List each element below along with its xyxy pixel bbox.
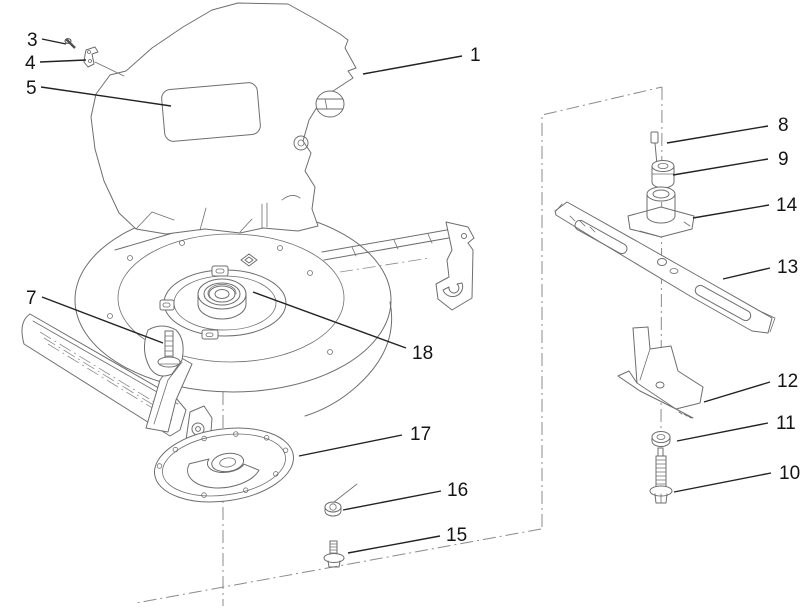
- callout-leader-10: [673, 472, 772, 493]
- callout-leader-16: [342, 490, 442, 511]
- callout-leader-8: [666, 125, 769, 144]
- callout-label-15: 15: [446, 525, 467, 546]
- callout-label-18: 18: [412, 343, 433, 364]
- callout-leader-7: [41, 296, 164, 344]
- callout-leader-18: [252, 291, 407, 349]
- callout-label-13: 13: [777, 257, 798, 278]
- fuel-cap: [315, 90, 345, 118]
- assembly-line-plate-to-nut: [333, 483, 358, 503]
- screw-item-3: [64, 38, 76, 49]
- callout-leader-14: [692, 204, 770, 219]
- callout-label-12: 12: [777, 371, 798, 392]
- callout-leader-17: [298, 434, 403, 457]
- callout-label-7: 7: [26, 288, 37, 309]
- callout-label-3: 3: [27, 30, 38, 51]
- bolt-item-15: [323, 540, 345, 568]
- spacer-item-9: [651, 160, 675, 189]
- deck-bolt-item-7: [144, 325, 184, 377]
- callout-leader-9: [672, 158, 769, 176]
- callout-label-8: 8: [778, 115, 789, 136]
- engine-decal-panel: [161, 82, 261, 142]
- callout-leader-1: [362, 55, 463, 75]
- blade-bolt-item-10: [649, 447, 673, 504]
- bracket-item-4: [83, 46, 125, 77]
- callout-leader-12: [703, 381, 771, 403]
- callout-label-17: 17: [410, 424, 431, 445]
- blade-guard-item-12: [617, 326, 704, 419]
- callout-label-16: 16: [447, 480, 468, 501]
- blade-adapter-item-14: [627, 186, 695, 238]
- callout-leader-15: [347, 535, 441, 554]
- callout-label-11: 11: [776, 413, 796, 434]
- callout-label-9: 9: [778, 149, 789, 170]
- callout-label-10: 10: [779, 463, 800, 484]
- callout-leader-13: [722, 267, 771, 280]
- callout-leader-5: [40, 86, 172, 107]
- spindle-pulley-assembly: [159, 265, 287, 340]
- callout-label-4: 4: [25, 53, 36, 74]
- blade-item-13: [554, 201, 776, 334]
- callout-leader-3: [41, 38, 67, 45]
- flange-nut-item-16: [324, 501, 342, 517]
- callout-leader-4: [39, 59, 87, 63]
- cover-plate-item-17: [154, 427, 294, 503]
- engine: [90, 2, 357, 235]
- callout-leader-11: [676, 422, 769, 442]
- lock-nut-item-11: [651, 431, 671, 447]
- callout-label-1: 1: [470, 45, 481, 66]
- callout-label-5: 5: [26, 78, 37, 99]
- callout-label-14: 14: [776, 195, 798, 216]
